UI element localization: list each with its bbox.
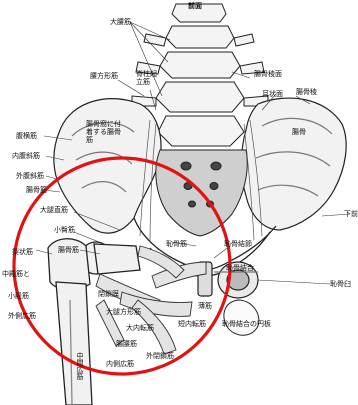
left-femur <box>48 239 140 405</box>
label-pubic: 恥骨筋 <box>166 240 187 248</box>
label-internal-oblique: 内腹斜筋 <box>12 152 40 160</box>
label-latissimus: 腹横筋 <box>16 132 37 140</box>
label-ilium: 腸骨 <box>292 128 306 136</box>
label-obturator: 恥骨結合 <box>226 264 254 272</box>
label-quadratus-lumborum: 腰方形筋 <box>90 72 118 80</box>
label-gluteus-minimus: 小臀筋 <box>54 226 75 234</box>
label-pubic-disc: 恥骨結合の円板 <box>222 320 271 328</box>
right-obturator-foramen <box>224 300 259 335</box>
right-ilium <box>242 98 347 230</box>
label-iliopsoas: 腸腰筋 <box>116 340 137 348</box>
label-gluteus-min-left: 小殿筋 <box>8 292 29 300</box>
label-quadratus-femoris: 大腿方形筋 <box>106 308 141 316</box>
label-adductor-brevis: 短内転筋 <box>178 320 206 328</box>
left-ilium <box>54 99 161 233</box>
label-iliac-crest: 腸骨稜 <box>296 88 317 96</box>
label-rectus-femoris: 大腿直筋 <box>40 206 68 214</box>
label-pectineus: 薄筋 <box>198 302 212 310</box>
label-vastus-medialis: 内側広筋 <box>106 360 134 368</box>
label-adductor-magnus: 大内転筋 <box>126 324 154 332</box>
label-vastus-lateralis: 外側広筋 <box>8 312 36 320</box>
label-iliac-attach: 腸骨窩に付着する腸骨筋 <box>86 120 124 144</box>
label-pubis: 恥骨臼 <box>330 280 351 288</box>
label-gluteus-medius: 中殿筋と <box>2 270 30 278</box>
label-obturator-membrane: 閉鎖膜 <box>98 290 119 298</box>
label-psoas-major: 大腰筋 <box>110 18 131 26</box>
label-obturator-external: 外閉鎖筋 <box>146 352 174 360</box>
label-auricular-surface: 耳状面 <box>262 90 283 98</box>
label-erector-spinae: 脊柱起立筋 <box>136 70 158 86</box>
label-iliac-crest-top: 腸骨稜面 <box>254 70 282 78</box>
label-femur: 中間広筋 <box>76 352 84 380</box>
label-right-margin: 下前 <box>344 210 358 218</box>
label-front: 前面 <box>188 2 202 10</box>
label-pubic-tubercle: 恥骨結節 <box>224 240 252 248</box>
label-iliofemoral: 腸骨筋 <box>58 246 79 254</box>
label-tensor: 腸骨筋 <box>26 186 47 194</box>
label-piriformis: 梨状筋 <box>12 248 33 256</box>
label-external-oblique: 外腹斜筋 <box>16 172 44 180</box>
